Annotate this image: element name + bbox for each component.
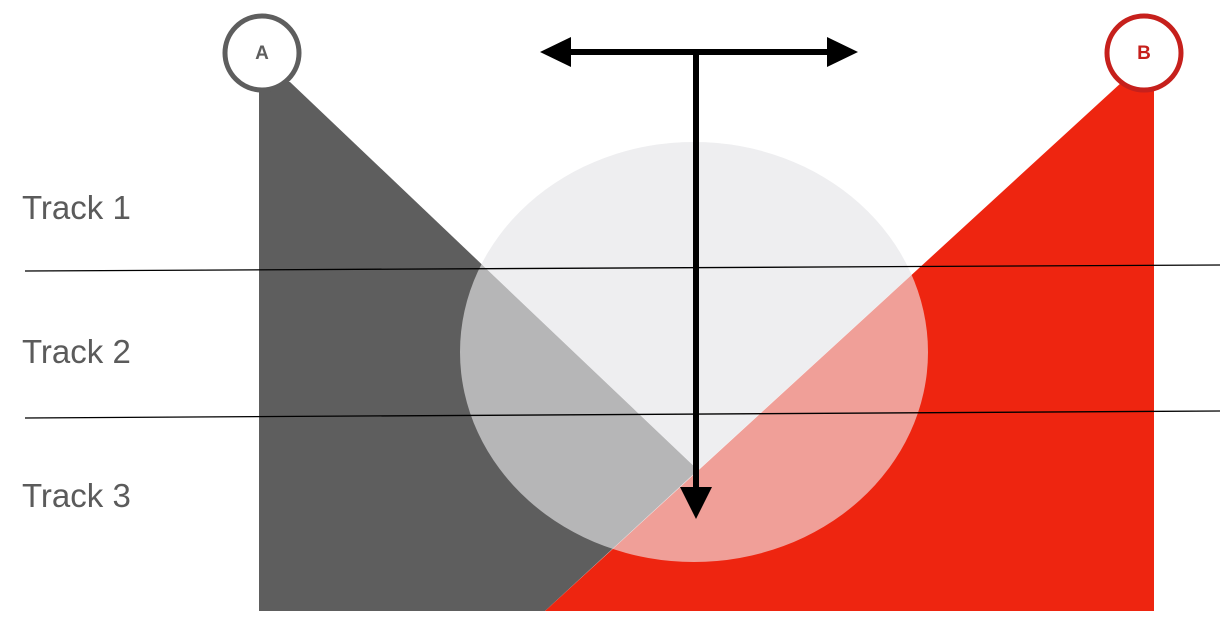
track-divider-1 xyxy=(24,264,1220,272)
down-arrowhead-icon xyxy=(680,487,712,519)
right-arrowhead-icon xyxy=(827,37,858,67)
left-arrowhead-icon xyxy=(540,37,571,67)
track-3-label: Track 3 xyxy=(22,477,131,514)
marker-a-ring[interactable] xyxy=(222,13,302,93)
track-1-label: Track 1 xyxy=(22,189,131,226)
track-divider-2 xyxy=(24,410,1220,419)
marker-b-ring[interactable] xyxy=(1104,13,1184,93)
marker-b-label: B xyxy=(1137,43,1151,64)
track-2-label: Track 2 xyxy=(22,333,131,370)
marker-a-label: A xyxy=(255,43,269,64)
